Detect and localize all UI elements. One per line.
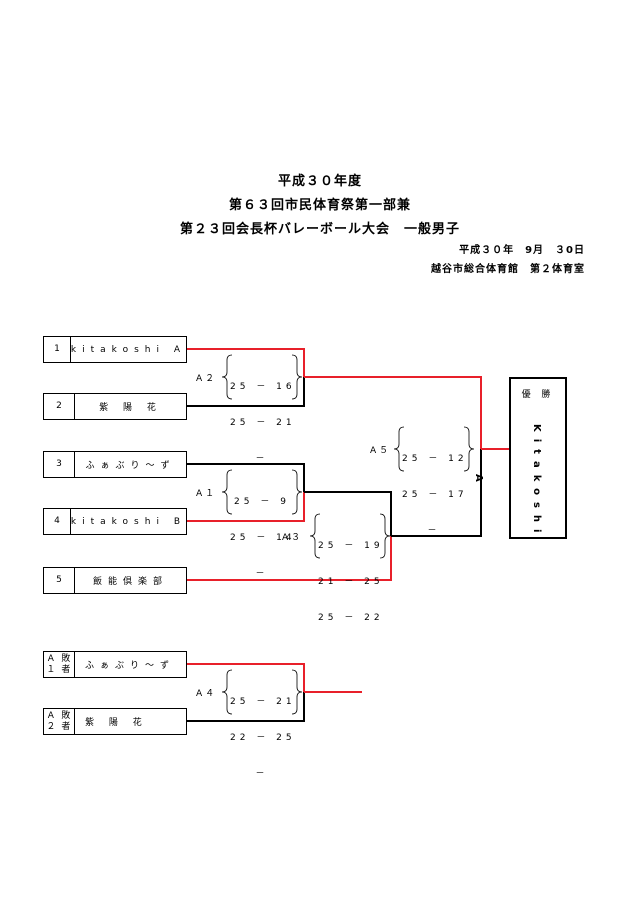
set-score: 25 － 19 — [318, 541, 384, 551]
brace-a2-left — [221, 354, 233, 400]
match-ref: A２ — [46, 710, 56, 732]
loser-label: 敗者 — [61, 710, 71, 732]
bracket-line-team4 — [187, 492, 305, 522]
team-entry-4: 4 kitakoshi B — [43, 508, 187, 535]
match-ref: A１ — [46, 653, 56, 675]
brace-a5-left — [393, 426, 405, 472]
bracket-line-team1 — [187, 348, 305, 377]
brace-a4-left — [221, 669, 233, 715]
champion-box: 優 勝 Kitakoshi A — [473, 377, 567, 540]
bracket-line-a1-winner — [304, 491, 392, 536]
set-score: － — [255, 769, 269, 779]
set-score: 25 － 12 — [402, 454, 468, 464]
team-entry-1: 1 kitakoshi A — [43, 336, 187, 363]
score-block-a3: 25 － 19 21 － 25 25 － 22 — [318, 516, 382, 636]
brace-a3-left — [309, 513, 321, 559]
team-name: ふぁぶり〜ず — [85, 461, 176, 471]
team-number: 5 — [44, 568, 75, 593]
set-score: 25 － 21 — [230, 418, 296, 428]
brace-a1-left — [221, 469, 233, 515]
match-label-a3: A３ — [282, 533, 304, 543]
team-name: 紫 陽 花 — [99, 403, 162, 413]
festival-title: 第６３回市民体育祭第一部兼 — [228, 198, 411, 213]
match-label-a5: A５ — [370, 446, 392, 456]
tournament-year-title: 平成３０年度 — [277, 174, 362, 189]
tournament-title: 第２３回会長杯バレーボール大会 一般男子 — [179, 222, 460, 237]
score-block-a1: 25 － 9 25 － 14 － — [230, 472, 294, 592]
team-name: 飯能倶楽部 — [92, 577, 168, 587]
bracket-line-a3-winner — [391, 449, 482, 537]
set-score: 25 － 9 — [234, 497, 290, 507]
team-number: 4 — [44, 509, 71, 534]
set-score: 21 － 25 — [318, 577, 384, 587]
set-score: － — [255, 454, 269, 464]
consolation-entry-a2-loser: A２ 敗者 紫 陽 花 — [43, 708, 187, 735]
set-score: 25 － 22 — [318, 613, 384, 623]
match-label-a2: A２ — [196, 374, 218, 384]
team-entry-2: 2 紫 陽 花 — [43, 393, 187, 420]
team-name: kitakoshi B — [70, 516, 186, 527]
team-name: 紫 陽 花 — [85, 718, 148, 728]
consolation-label: A２ 敗者 — [44, 709, 75, 734]
consolation-label: A１ 敗者 — [44, 652, 75, 677]
brace-a3-right — [379, 513, 391, 559]
set-score: 25 － 16 — [230, 382, 296, 392]
bracket-line-a1-loser — [187, 663, 305, 692]
brace-a2-right — [291, 354, 303, 400]
consolation-entry-a1-loser: A１ 敗者 ふぁぶり〜ず — [43, 651, 187, 678]
team-number: 1 — [44, 337, 71, 362]
brace-a5-right — [463, 426, 475, 472]
score-block-a2: 25 － 16 25 － 21 － — [230, 357, 294, 477]
team-number: 3 — [44, 452, 75, 477]
set-score: 25 － 21 — [230, 697, 296, 707]
champion-name: Kitakoshi A — [473, 424, 542, 540]
team-name: kitakoshi A — [70, 344, 186, 355]
bracket-line-team2 — [187, 377, 305, 407]
brace-a4-right — [291, 669, 303, 715]
team-entry-5: 5 飯能倶楽部 — [43, 567, 187, 594]
bracket-line-team5 — [187, 536, 392, 581]
score-block-a4: 25 － 21 22 － 25 － — [230, 672, 294, 792]
bracket-line-team3 — [187, 463, 305, 492]
bracket-line-a2-winner — [304, 376, 482, 449]
match-label-a4: A４ — [196, 689, 218, 699]
match-label-a1: A１ — [196, 489, 218, 499]
set-score: － — [427, 526, 441, 536]
champion-label: 優 勝 — [521, 390, 555, 400]
bracket-line-a2-loser — [187, 692, 305, 722]
team-name: ふぁぶり〜ず — [85, 661, 176, 671]
event-date: 平成３０年 9月 ３0日 — [459, 245, 585, 256]
set-score: 25 － 14 — [230, 533, 296, 543]
loser-label: 敗者 — [61, 653, 71, 675]
brace-a1-right — [291, 469, 303, 515]
team-entry-3: 3 ふぁぶり〜ず — [43, 451, 187, 478]
set-score: 22 － 25 — [230, 733, 296, 743]
team-number: 2 — [44, 394, 75, 419]
event-venue: 越谷市総合体育館 第２体育室 — [431, 264, 585, 275]
score-block-a5: 25 － 12 25 － 17 － — [402, 429, 466, 549]
set-score: － — [255, 569, 269, 579]
set-score: 25 － 17 — [402, 490, 468, 500]
